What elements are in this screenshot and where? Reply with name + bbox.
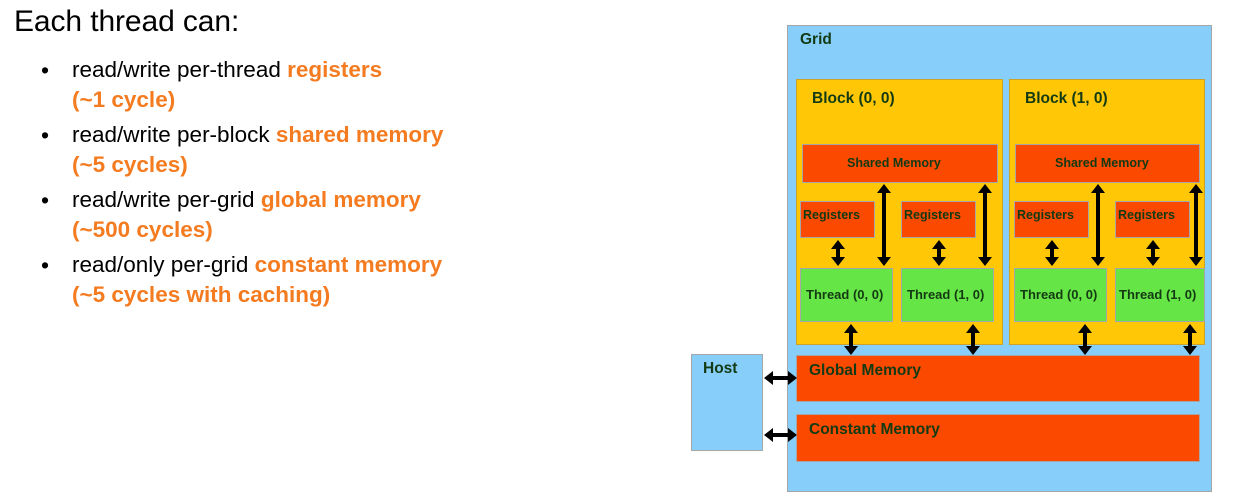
arrow-shaft xyxy=(849,330,853,349)
registers-block-1-thread-0-label: Registers xyxy=(1017,208,1074,222)
arrow-shaft xyxy=(937,246,941,260)
arrow-shaft xyxy=(770,376,791,380)
bullet-primary-text: read/write per-block shared memory xyxy=(72,120,614,150)
list-item: • read/write per-grid global memory (~50… xyxy=(14,185,614,245)
bullet-detail-text: (~1 cycle) xyxy=(72,87,176,112)
slide-text-pane: Each thread can: • read/write per-thread… xyxy=(14,5,614,315)
registers-block-0-thread-0 xyxy=(800,201,875,238)
arrow-shaft xyxy=(1151,246,1155,260)
page-title: Each thread can: xyxy=(14,5,240,38)
constant-memory-box xyxy=(796,414,1200,462)
thread-block-0-0-0-label: Thread (0, 0) xyxy=(806,287,884,302)
arrow-head-down-icon xyxy=(1091,257,1105,266)
host-label: Host xyxy=(703,360,738,377)
arrow-head-down-icon xyxy=(966,346,980,355)
arrow-head-up-icon xyxy=(1091,184,1105,193)
bullet-plain-text: read/write per-thread xyxy=(72,57,288,82)
block-1-0-label: Block (1, 0) xyxy=(1025,90,1108,107)
bullet-primary-text: read/write per-thread registers xyxy=(72,55,614,85)
thread-block-0-0-0 xyxy=(800,268,893,322)
thread-block-0-1-0-label: Thread (1, 0) xyxy=(907,287,985,302)
arrow-head-down-icon xyxy=(1189,257,1203,266)
arrow-shaft xyxy=(836,246,840,260)
arrow-head-down-icon xyxy=(1045,257,1059,266)
shared-memory-block-0 xyxy=(802,144,998,183)
constant-memory-label: Constant Memory xyxy=(809,421,940,438)
arrow-shaft xyxy=(971,330,975,349)
bullet-marker: • xyxy=(41,122,50,148)
arrow-head-up-icon xyxy=(966,324,980,333)
bullet-highlight-text: shared memory xyxy=(275,122,444,147)
arrow-shaft xyxy=(1083,330,1087,349)
block-0-0-label: Block (0, 0) xyxy=(812,90,895,107)
shared-memory-block-0-label: Shared Memory xyxy=(847,156,941,170)
arrow-head-down-icon xyxy=(1146,257,1160,266)
arrow-head-up-icon xyxy=(978,184,992,193)
bullet-marker: • xyxy=(41,187,50,213)
list-item: • read/write per-thread registers (~1 cy… xyxy=(14,55,614,115)
arrow-head-down-icon xyxy=(831,257,845,266)
bullet-marker: • xyxy=(41,57,50,83)
registers-block-0-thread-1 xyxy=(901,201,976,238)
bullet-primary-text: read/only per-grid constant memory xyxy=(72,250,614,280)
thread-block-1-1-0-label: Thread (1, 0) xyxy=(1119,287,1197,302)
bullet-plain-text: read/only per-grid xyxy=(72,252,255,277)
bullet-highlight-text: registers xyxy=(287,57,383,82)
bullet-highlight-text: constant memory xyxy=(254,252,443,277)
registers-block-0-thread-0-label: Registers xyxy=(803,208,860,222)
arrow-head-up-icon xyxy=(1045,240,1059,249)
arrow-head-up-icon xyxy=(1078,324,1092,333)
arrow-head-up-icon xyxy=(844,324,858,333)
arrow-head-left-icon xyxy=(764,428,773,442)
registers-block-0-thread-1-label: Registers xyxy=(904,208,961,222)
bullet-detail-text: (~5 cycles) xyxy=(72,152,188,177)
arrow-head-right-icon xyxy=(788,371,797,385)
arrow-shaft xyxy=(1194,190,1198,260)
bullet-plain-text: read/write per-grid xyxy=(72,187,261,212)
global-memory-box xyxy=(796,355,1200,402)
arrow-shaft xyxy=(1050,246,1054,260)
shared-memory-block-1 xyxy=(1015,144,1200,183)
list-item: • read/only per-grid constant memory (~5… xyxy=(14,250,614,310)
bullet-plain-text: read/write per-block xyxy=(72,122,276,147)
arrow-shaft xyxy=(882,190,886,260)
bullet-primary-text: read/write per-grid global memory xyxy=(72,185,614,215)
arrow-head-down-icon xyxy=(844,346,858,355)
arrow-shaft xyxy=(770,433,791,437)
bullet-detail-text: (~5 cycles with caching) xyxy=(72,282,331,307)
arrow-head-up-icon xyxy=(1146,240,1160,249)
registers-block-1-thread-1-label: Registers xyxy=(1118,208,1175,222)
bullet-detail-text: (~500 cycles) xyxy=(72,217,213,242)
shared-memory-block-1-label: Shared Memory xyxy=(1055,156,1149,170)
arrow-head-up-icon xyxy=(1183,324,1197,333)
arrow-head-up-icon xyxy=(1189,184,1203,193)
bullet-list: • read/write per-thread registers (~1 cy… xyxy=(14,55,614,315)
arrow-shaft xyxy=(1188,330,1192,349)
list-item: • read/write per-block shared memory (~5… xyxy=(14,120,614,180)
arrow-head-right-icon xyxy=(788,428,797,442)
arrow-head-up-icon xyxy=(831,240,845,249)
thread-block-1-1-0 xyxy=(1115,268,1205,322)
registers-block-1-thread-0 xyxy=(1014,201,1089,238)
arrow-head-left-icon xyxy=(764,371,773,385)
arrow-head-down-icon xyxy=(1078,346,1092,355)
bullet-highlight-text: global memory xyxy=(260,187,421,212)
arrow-shaft xyxy=(1096,190,1100,260)
thread-block-1-0-0 xyxy=(1014,268,1107,322)
arrow-head-down-icon xyxy=(978,257,992,266)
thread-block-1-0-0-label: Thread (0, 0) xyxy=(1020,287,1098,302)
grid-label: Grid xyxy=(800,31,832,48)
arrow-head-down-icon xyxy=(932,257,946,266)
global-memory-label: Global Memory xyxy=(809,362,921,379)
arrow-shaft xyxy=(983,190,987,260)
thread-block-0-1-0 xyxy=(901,268,994,322)
arrow-head-up-icon xyxy=(877,184,891,193)
arrow-head-down-icon xyxy=(877,257,891,266)
arrow-head-down-icon xyxy=(1183,346,1197,355)
registers-block-1-thread-1 xyxy=(1115,201,1190,238)
host-box xyxy=(691,354,763,451)
arrow-head-up-icon xyxy=(932,240,946,249)
bullet-marker: • xyxy=(41,252,50,278)
